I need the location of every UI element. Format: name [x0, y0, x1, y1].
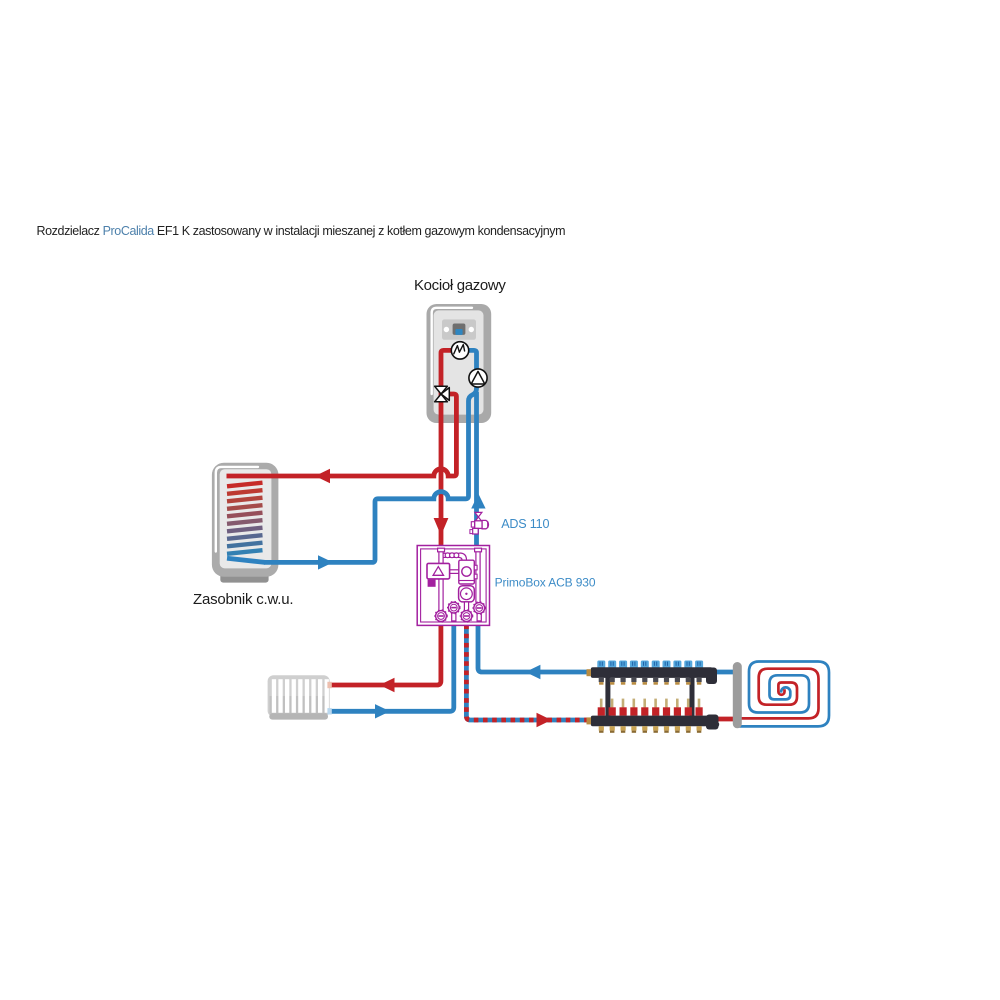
svg-text:ADS 110: ADS 110: [501, 517, 549, 531]
svg-text:Kocioł gazowy: Kocioł gazowy: [414, 277, 506, 294]
svg-text:Rozdzielacz ProCalida EF1 K za: Rozdzielacz ProCalida EF1 K zastosowany …: [37, 224, 566, 238]
svg-text:PrimoBox ACB 930: PrimoBox ACB 930: [495, 576, 596, 590]
svg-text:Zasobnik c.w.u.: Zasobnik c.w.u.: [193, 591, 293, 608]
